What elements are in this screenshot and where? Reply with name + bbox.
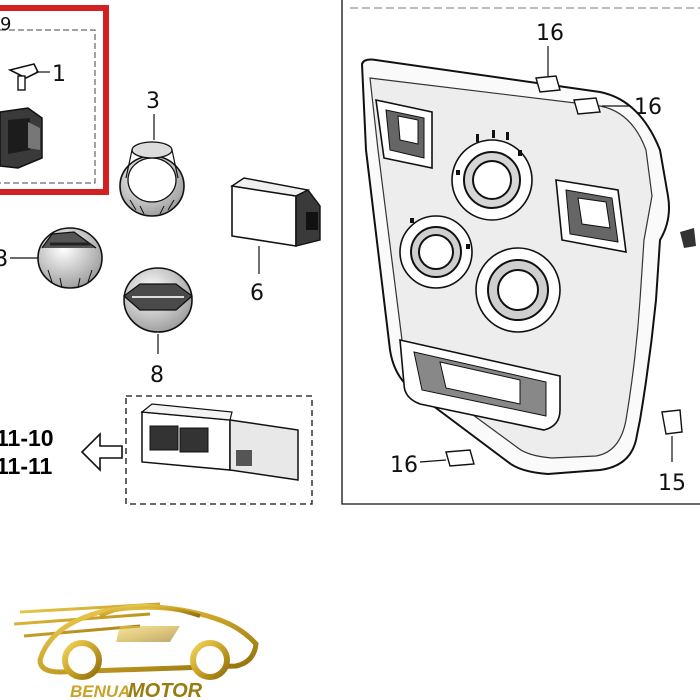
callout-3: 3 — [146, 89, 160, 114]
clip-16-right: 16 — [573, 95, 662, 120]
screw-part — [7, 63, 40, 91]
reference-11-11: 11-11 — [0, 453, 52, 479]
callout-8-center: 8 — [150, 363, 164, 388]
benua-motor-logo: BENUA MOTOR — [13, 602, 259, 700]
callout-9: 9 — [0, 14, 11, 35]
callout-16-bottom: 16 — [390, 453, 418, 478]
clip-15: 15 — [658, 409, 686, 496]
clip-16-bottom: 16 — [390, 449, 475, 478]
reference-11-10: 11-10 — [0, 425, 54, 451]
callout-15: 15 — [658, 471, 686, 496]
logo-text-benua: BENUA — [70, 682, 130, 700]
switch-housing-part — [0, 107, 43, 169]
logo-car-icon — [13, 602, 259, 680]
switch-part-6: 6 — [230, 177, 321, 306]
knob-part-3: 3 — [119, 89, 185, 217]
callout-16-right: 16 — [634, 95, 662, 120]
callout-6: 6 — [250, 281, 264, 306]
logo-text-motor: MOTOR — [128, 680, 203, 700]
main-panel-frame — [341, 0, 700, 505]
callout-8-left: 8 — [0, 247, 8, 272]
callout-1: 1 — [52, 62, 66, 87]
callout-16-top: 16 — [536, 21, 564, 46]
reference-arrow: 11-10 11-11 — [0, 425, 123, 479]
sub-assembly-box — [125, 395, 313, 505]
clip-16-top: 16 — [535, 21, 564, 93]
highlight-box: 9 1 — [0, 5, 109, 195]
knob-part-8-left: 8 — [0, 227, 103, 289]
climate-control-panel — [360, 58, 696, 476]
knob-part-8-center: 8 — [122, 267, 194, 388]
